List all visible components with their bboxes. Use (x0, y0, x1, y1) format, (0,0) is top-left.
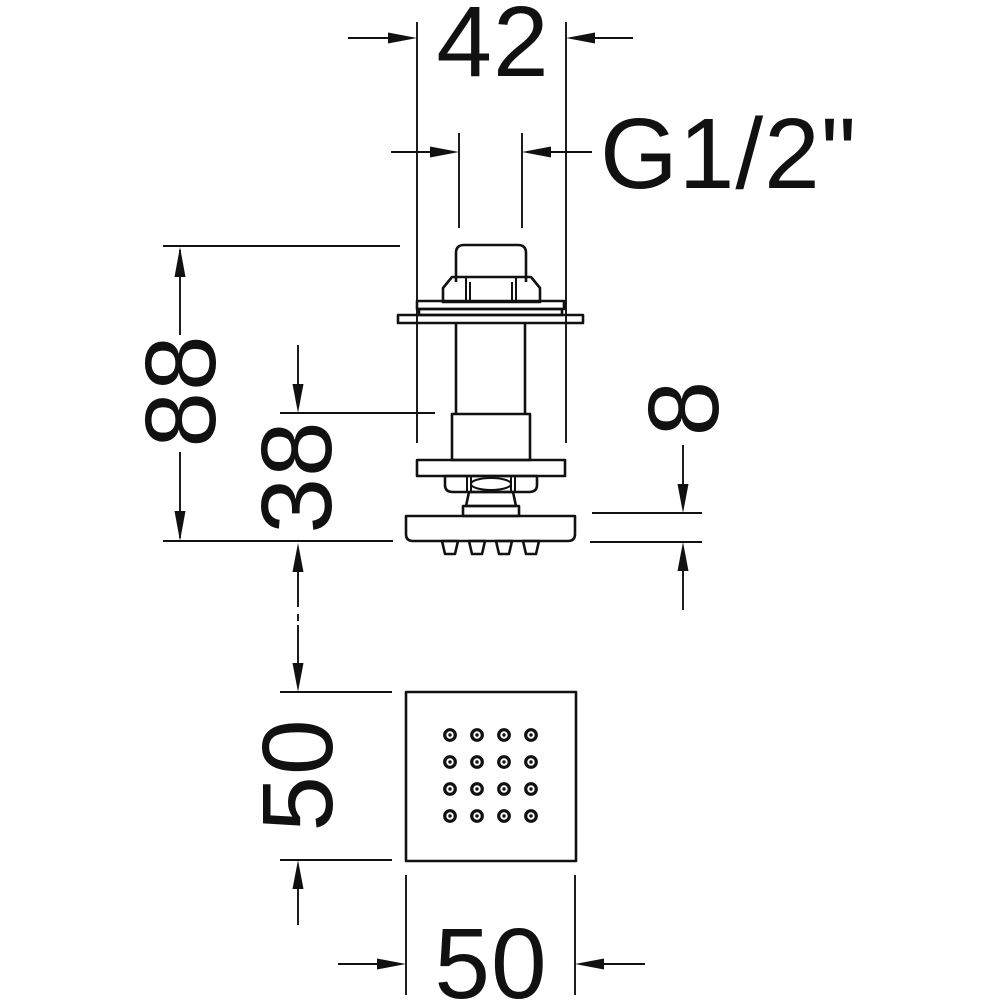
nozzle-dot (497, 782, 511, 796)
dimension-overall-depth: 88 (125, 245, 400, 542)
arrowhead-down-icon (174, 511, 186, 541)
nozzle-dot (524, 755, 538, 769)
dimension-face-width: 50 (338, 875, 645, 1000)
nozzle-side (521, 539, 541, 556)
dimension-thread-size: G1/2" (391, 98, 857, 228)
dimension-body-depth: 38 (241, 345, 435, 621)
hex-nut-bottom (443, 474, 539, 494)
nozzle-side (440, 539, 460, 556)
face-plate (404, 514, 577, 543)
arrowhead-right-icon (430, 146, 459, 158)
nozzle-side (467, 539, 487, 556)
nozzle-grid (443, 728, 538, 823)
arrowhead-left-icon (566, 32, 595, 44)
nozzle-dot (497, 755, 511, 769)
dimension-label-50-left: 50 (242, 718, 354, 831)
dimension-label-thread: G1/2" (600, 98, 857, 210)
dimension-face-height: 50 (242, 625, 392, 925)
nozzle-dot (470, 755, 484, 769)
dimension-label-88: 88 (125, 334, 237, 447)
nozzle-dot (524, 809, 538, 823)
nozzle-dot (497, 728, 511, 742)
arrowhead-right-icon (388, 32, 417, 44)
dimension-faceplate-thickness: 8 (590, 380, 740, 610)
nozzle-dot (443, 728, 457, 742)
dimension-plate-width: 42 (348, 0, 633, 443)
arrowhead-left-icon (575, 958, 604, 970)
side-view (396, 243, 585, 556)
arrowhead-down-icon (677, 484, 689, 513)
arrowhead-up-icon (292, 543, 304, 572)
arrowhead-down-icon (292, 663, 304, 692)
lower-flange (415, 458, 567, 478)
dimension-label-8: 8 (628, 380, 740, 437)
nozzle-dot (470, 809, 484, 823)
nozzle-dot (443, 755, 457, 769)
dimension-label-38: 38 (241, 420, 353, 533)
arrowhead-up-icon (677, 542, 689, 571)
nozzle-dot (524, 728, 538, 742)
wall-plate (396, 313, 585, 325)
arrowhead-up-icon (292, 860, 304, 889)
arrowhead-down-icon (292, 384, 304, 413)
step-collar (461, 504, 521, 518)
front-view (404, 690, 578, 863)
hex-nut-bottom-face-curve (470, 477, 512, 491)
thread-connector (454, 243, 528, 282)
arrowhead-left-icon (522, 146, 551, 158)
arrowhead-right-icon (377, 958, 406, 970)
nozzle-dot (470, 728, 484, 742)
dimension-label-50-bottom: 50 (434, 908, 547, 1000)
nozzle-dot (524, 782, 538, 796)
nozzle-dot (443, 809, 457, 823)
nozzle-dot (443, 782, 457, 796)
nozzle-dot (470, 782, 484, 796)
neck (464, 490, 518, 508)
arrowhead-up-icon (174, 247, 186, 277)
nozzle-side (494, 539, 514, 556)
body-block (450, 412, 532, 462)
dimension-label-42: 42 (436, 0, 549, 98)
nozzle-dot (497, 809, 511, 823)
face-square (404, 690, 578, 863)
